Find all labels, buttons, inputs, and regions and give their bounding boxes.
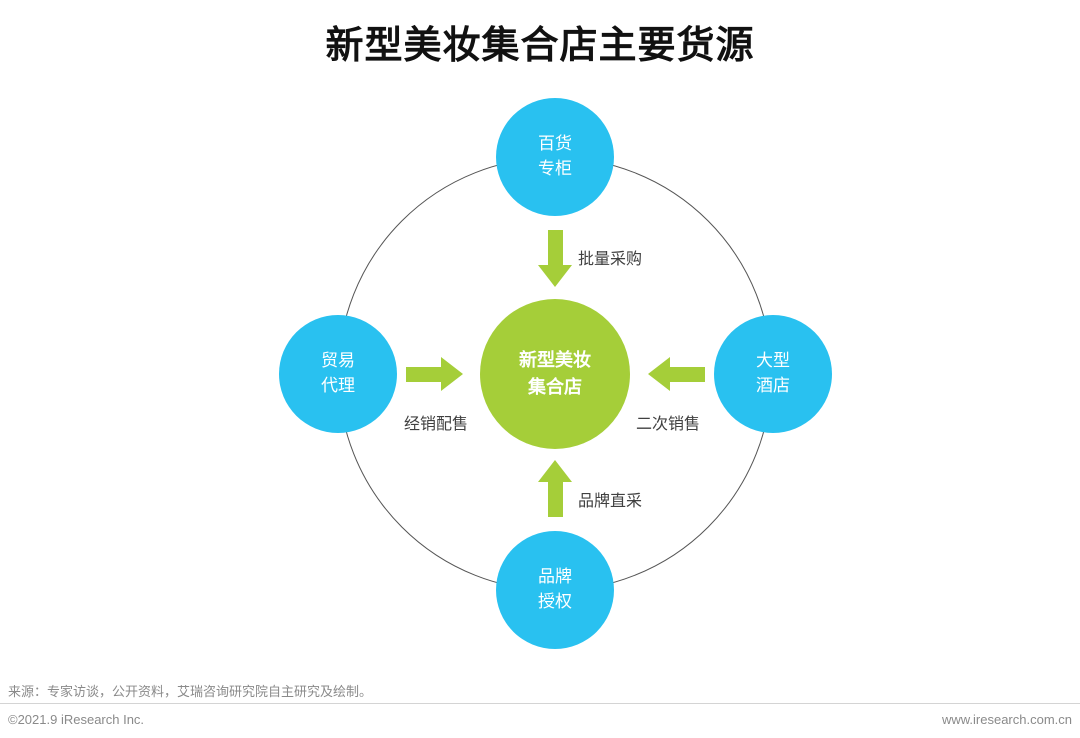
arrow-shaft (670, 366, 705, 382)
flow-label-left: 经销配售 (404, 416, 469, 433)
node-trade-agent: 贸易 代理 (279, 315, 397, 433)
website-text: www.iresearch.com.cn (941, 712, 1072, 727)
node-large-hotel: 大型 酒店 (714, 315, 832, 433)
arrow-left-icon (648, 357, 705, 391)
node-label-line: 授权 (538, 592, 572, 611)
arrow-shaft (547, 482, 563, 517)
arrow-shaft (547, 230, 563, 265)
node-label-line: 代理 (321, 376, 355, 395)
node-label-line: 酒店 (756, 376, 790, 395)
source-note: 来源：专家访谈，公开资料，艾瑞咨询研究院自主研究及绘制。 (8, 684, 373, 699)
arrow-head (441, 357, 463, 391)
copyright-text: ©2021.9 iResearch Inc. (8, 712, 145, 727)
node-center-beauty-store: 新型美妆 集合店 (480, 299, 630, 449)
flow-label-right: 二次销售 (636, 416, 701, 433)
arrow-right-icon (406, 357, 463, 391)
arrow-shaft (406, 366, 441, 382)
center-label-line: 集合店 (528, 377, 582, 397)
footer-divider (0, 703, 1080, 704)
node-label-line: 贸易 (321, 351, 355, 371)
page-title: 新型美妆集合店主要货源 (325, 25, 755, 67)
node-label-line: 专柜 (538, 159, 572, 178)
arrow-head (538, 460, 572, 482)
center-label-line: 新型美妆 (519, 350, 591, 370)
node-label-line: 大型 (756, 351, 790, 371)
arrow-down-icon (538, 230, 572, 287)
arrow-head (648, 357, 670, 391)
node-label-line: 品牌 (538, 567, 572, 587)
node-label-line: 百货 (538, 134, 572, 154)
flow-label-top: 批量采购 (578, 251, 643, 268)
flow-label-bottom: 品牌直采 (578, 493, 643, 510)
node-brand-authorization: 品牌 授权 (496, 531, 614, 649)
arrow-up-icon (538, 460, 572, 517)
node-department-counter: 百货 专柜 (496, 98, 614, 216)
arrow-head (538, 265, 572, 287)
